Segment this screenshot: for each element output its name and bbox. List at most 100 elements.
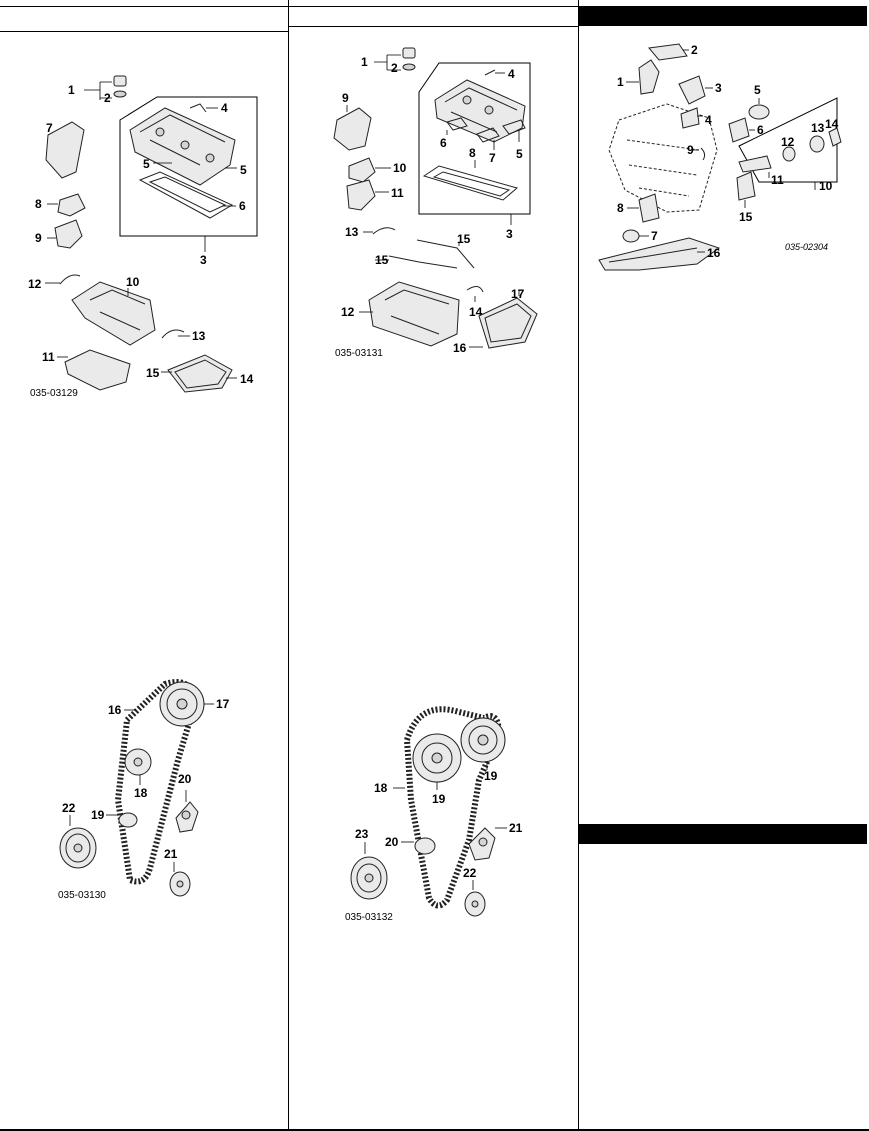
callout-5: 5: [754, 83, 761, 97]
callout-12: 12: [781, 135, 795, 149]
mount-9: [700, 147, 706, 161]
head-cover-gasket: [138, 171, 234, 219]
callout-6: 6: [239, 199, 246, 213]
callout-4: 4: [221, 101, 228, 115]
callout-15: 15: [375, 253, 389, 267]
page-bottom-rule: [0, 1129, 869, 1131]
callout-12: 12: [341, 305, 355, 319]
callout-1: 1: [361, 55, 368, 69]
callout-6: 6: [757, 123, 764, 137]
callout-15: 15: [457, 232, 471, 246]
mount-8: [638, 193, 660, 223]
header-rule-top: [289, 6, 578, 7]
tensioner: [468, 827, 496, 861]
mount-12: [782, 146, 796, 162]
callout-15: 15: [739, 210, 753, 224]
idler-pulley: [124, 748, 152, 776]
callout-7: 7: [651, 229, 658, 243]
timing-belt-cover-upper: [333, 107, 372, 151]
section-header-bar-top: [579, 6, 867, 26]
callout-10: 10: [819, 179, 833, 193]
callout-15: 15: [146, 366, 160, 380]
callout-7: 7: [46, 121, 53, 135]
callout-19: 19: [484, 769, 498, 783]
callout-16: 16: [707, 246, 721, 260]
callout-3: 3: [715, 81, 722, 95]
callout-21: 21: [509, 821, 523, 835]
callout-6: 6: [440, 136, 447, 150]
cylinder-head-cover: [129, 107, 236, 186]
middle-column: 1 2 4 6 7 5 8 3 9 10: [289, 0, 579, 1129]
timing-cover-lower: [346, 179, 376, 211]
mount-15: [736, 171, 756, 201]
mount-5: [748, 104, 770, 120]
camshaft-pulley: [159, 681, 205, 727]
callout-17: 17: [511, 287, 525, 301]
callout-10: 10: [393, 161, 407, 175]
timing-cover-lower: [54, 219, 83, 249]
idler-roller: [118, 812, 138, 828]
left-column: 1 2 4 5 5 6 3 7 8 9: [0, 0, 289, 1129]
mount-11: [738, 155, 772, 173]
callout-5: 5: [240, 163, 247, 177]
exhaust-camshaft-pulley: [460, 717, 506, 763]
intake-camshaft-pulley: [412, 733, 462, 783]
callout-8: 8: [617, 201, 624, 215]
callout-9: 9: [342, 91, 349, 105]
engine-block-outline: [608, 103, 718, 213]
timing-belt-diagram-035-03132: 19 19 18 20 21 23 22 035-03132: [345, 706, 523, 923]
callout-16: 16: [453, 341, 467, 355]
oil-filler-cap: [402, 47, 416, 71]
crankshaft-sprocket: [169, 871, 191, 897]
mount-bracket-2: [648, 43, 688, 61]
oil-pan-lower: [64, 349, 131, 391]
callout-14: 14: [825, 117, 839, 131]
callout-14: 14: [240, 372, 254, 386]
callout-1: 1: [68, 83, 75, 97]
oil-pan-upper: [71, 281, 156, 346]
callout-11: 11: [391, 186, 404, 200]
idler-roller: [414, 837, 436, 855]
callout-13: 13: [192, 329, 206, 343]
callout-20: 20: [178, 772, 192, 786]
callout-2: 2: [104, 91, 111, 105]
callout-4: 4: [705, 113, 712, 127]
callout-5: 5: [516, 147, 523, 161]
mount-6: [728, 117, 750, 143]
callout-22: 22: [463, 866, 477, 880]
figure-code: 035-02304: [785, 242, 828, 252]
callout-19: 19: [91, 808, 105, 822]
crankshaft-pulley: [350, 856, 388, 900]
callout-20: 20: [385, 835, 399, 849]
callout-17: 17: [216, 697, 230, 711]
callout-5: 5: [143, 157, 150, 171]
callout-11: 11: [42, 350, 55, 364]
callout-3: 3: [506, 227, 513, 241]
callout-22: 22: [62, 801, 76, 815]
callout-2: 2: [391, 61, 398, 75]
head-cover-gasket: [422, 165, 519, 201]
oil-pan-gasket: [167, 354, 233, 393]
callout-21: 21: [164, 847, 178, 861]
timing-belt-diagram-035-03130: 17 16 18 20 19 22 21 0: [58, 679, 230, 901]
engine-mounts-diagram-035-02304: 1 2 3 4 5 6 11 12 13 14 10 9 15 8: [598, 43, 842, 271]
callout-8: 8: [469, 146, 476, 160]
mount-7: [622, 229, 640, 243]
callout-10: 10: [126, 275, 140, 289]
callout-4: 4: [508, 67, 515, 81]
mount-bracket-3: [678, 75, 706, 105]
callout-1: 1: [617, 75, 624, 89]
header-rule-top: [0, 6, 289, 7]
callout-2: 2: [691, 43, 698, 57]
engine-parts-diagram-035-03129: 1 2 4 5 5 6 3 7 8 9: [28, 75, 258, 399]
callout-13: 13: [345, 225, 359, 239]
crankshaft-sprocket: [464, 891, 486, 917]
figure-code: 035-03130: [58, 890, 106, 901]
callout-18: 18: [374, 781, 388, 795]
callout-23: 23: [355, 827, 369, 841]
timing-belt-cover-upper: [45, 121, 85, 179]
section-header-bar-bottom: [579, 824, 867, 844]
timing-cover-middle: [348, 157, 376, 183]
callout-11: 11: [771, 173, 784, 187]
engine-parts-diagram-035-03131: 1 2 4 6 7 5 8 3 9 10: [333, 47, 538, 359]
